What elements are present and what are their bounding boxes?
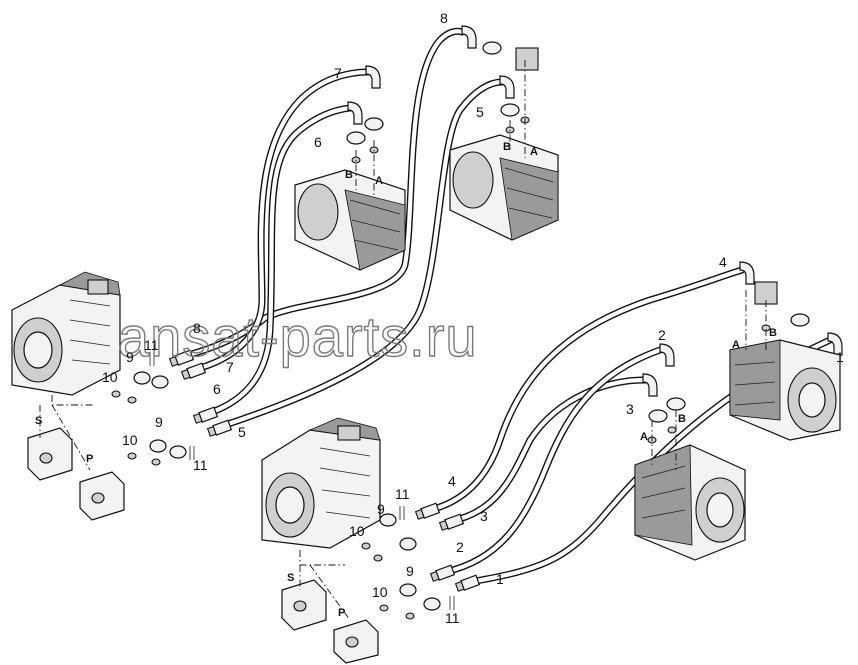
port-label: B	[345, 169, 353, 181]
motor-right-lower	[634, 444, 746, 561]
callout-label: 11	[193, 457, 208, 473]
callout-label: 7	[334, 65, 342, 81]
motor-right-mid	[729, 339, 841, 441]
port-label: S	[287, 572, 294, 584]
callout-label: 10	[349, 523, 365, 539]
callout-label: 5	[476, 104, 484, 120]
watermark-text: ansat-parts.ru	[118, 305, 478, 368]
callout-label: 6	[213, 381, 221, 397]
center-pump-lower	[261, 417, 381, 549]
port-labels: A B A B A B A B S P S P	[35, 141, 777, 619]
port-label: A	[375, 175, 383, 187]
callout-label: 3	[480, 508, 488, 524]
callout-label: 10	[122, 432, 138, 448]
callout-label: 9	[377, 501, 385, 517]
motor-upper-right	[449, 134, 559, 241]
callout-label: 4	[719, 254, 727, 270]
port-label: P	[86, 453, 93, 465]
port-label: A	[530, 146, 538, 158]
port-label: B	[678, 413, 686, 425]
callout-label: 10	[372, 584, 388, 600]
hose-fittings	[168, 25, 843, 592]
callout-label: 11	[445, 610, 460, 626]
callout-label: 2	[456, 539, 464, 555]
port-label: P	[338, 607, 345, 619]
port-label: A	[640, 431, 648, 443]
hoses	[184, 27, 834, 586]
callout-label: 10	[102, 369, 118, 385]
callout-label: 11	[144, 337, 159, 353]
port-label: A	[732, 339, 740, 351]
mounting-brackets	[27, 427, 379, 664]
callout-label: 8	[440, 10, 448, 26]
callout-label: 4	[448, 473, 456, 489]
callout-label: 6	[314, 134, 322, 150]
callout-label: 1	[836, 349, 844, 365]
callout-label: 2	[658, 327, 666, 343]
port-label: B	[769, 327, 777, 339]
callout-label: 9	[406, 563, 414, 579]
port-label: S	[35, 415, 42, 427]
callout-label: 11	[395, 486, 410, 502]
callout-label: 9	[126, 349, 134, 365]
motor-upper-center	[294, 169, 406, 271]
callout-label: 7	[226, 359, 234, 375]
flange-sets	[111, 41, 810, 620]
callout-label: 8	[193, 320, 201, 336]
port-label: B	[503, 141, 511, 153]
callout-label: 9	[155, 414, 163, 430]
callout-label: 1	[496, 571, 504, 587]
callout-label: 5	[238, 424, 246, 440]
callout-labels: 1 1 2 2 3 3 4 4 5 5 6 6 7 7 8 8 9 9 9 9 …	[102, 10, 844, 626]
leader-lines	[39, 60, 767, 621]
left-pump-upper	[11, 271, 121, 396]
callout-label: 3	[626, 401, 634, 417]
